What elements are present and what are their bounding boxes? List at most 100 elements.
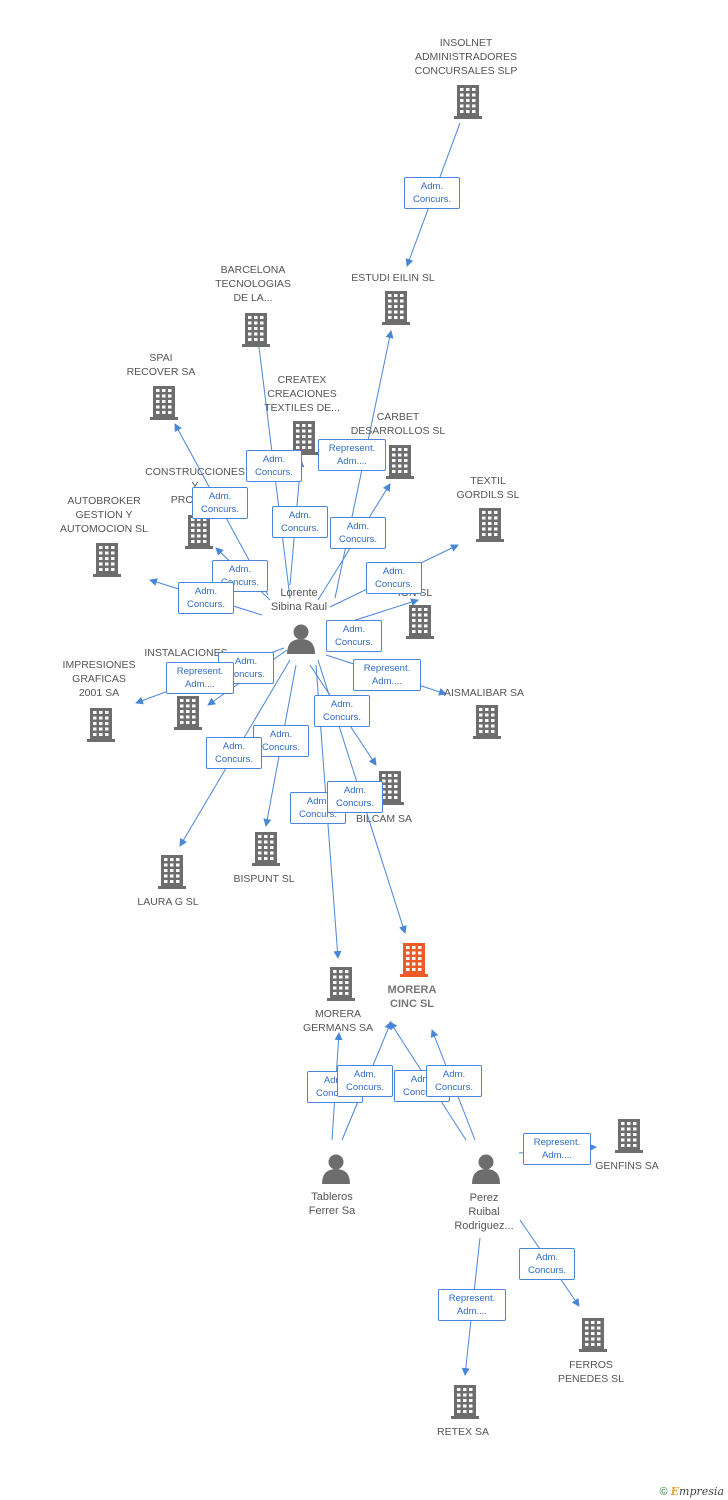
edge-label-line: Concurs. bbox=[315, 1088, 354, 1099]
node-label-bispunt[interactable]: BISPUNT SL bbox=[199, 872, 329, 886]
edge-label-line: Represent. bbox=[363, 663, 411, 674]
person-icon-tableros[interactable] bbox=[322, 1154, 350, 1185]
node-label-line: CONCURSALES SLP bbox=[414, 65, 518, 77]
edge-label-line: Concurs. bbox=[402, 1087, 441, 1098]
node-label-line: CARBET bbox=[376, 411, 420, 423]
edge-label-lorente-autobroker[interactable]: Adm.Concurs. bbox=[178, 582, 234, 614]
edge-label-insolnet-estudi[interactable]: Adm.Concurs. bbox=[404, 177, 460, 209]
node-label-line: CREACIONES bbox=[267, 388, 337, 400]
edge-label-line: Represent. bbox=[448, 1293, 496, 1304]
company-icon-genfins[interactable] bbox=[615, 1119, 643, 1153]
node-label-morera_germans[interactable]: MORERA GERMANS SA bbox=[273, 1007, 403, 1035]
node-label-line: BILCAM SA bbox=[355, 813, 413, 825]
edge-label-line: Adm. bbox=[382, 566, 406, 577]
company-icon-spai[interactable] bbox=[150, 386, 178, 420]
brand-footer[interactable]: © Empresia bbox=[659, 1485, 724, 1498]
edge-label-line: Concurs. bbox=[335, 798, 374, 809]
company-icon-barcelona[interactable] bbox=[242, 313, 270, 347]
company-icon-textil[interactable] bbox=[476, 508, 504, 542]
person-icon-lorente[interactable] bbox=[287, 624, 315, 655]
edge-label-line: Adm. bbox=[420, 181, 444, 192]
node-label-line: SPAI bbox=[149, 352, 173, 364]
company-icon-bilcam[interactable] bbox=[376, 771, 404, 805]
edge-label-lorente-createx[interactable]: Adm.Concurs. bbox=[272, 506, 328, 538]
person-icon-perez[interactable] bbox=[472, 1154, 500, 1185]
node-label-line: TEXTIL bbox=[470, 475, 506, 487]
edge-label-lorente-laura[interactable]: Adm.Concurs. bbox=[206, 737, 262, 769]
company-icon-morera_germans[interactable] bbox=[327, 967, 355, 1001]
edges-layer bbox=[135, 122, 597, 1376]
edge-label-lorente-estudi[interactable]: Represent.Adm.... bbox=[318, 439, 386, 471]
node-label-line: CONSTRUCCIONES bbox=[145, 466, 245, 478]
node-label-laura[interactable]: LAURA G SL bbox=[103, 895, 233, 909]
edge-label-line: Adm. bbox=[346, 521, 370, 532]
edge-label-lorente-textil[interactable]: Adm.Concurs. bbox=[366, 562, 422, 594]
node-label-retex[interactable]: RETEX SA bbox=[398, 1425, 528, 1439]
edge-label-line: Concurs. bbox=[322, 712, 361, 723]
edge-label-line: Concurs. bbox=[334, 637, 373, 648]
edge-label-lorente-bispunt[interactable]: Adm.Concurs. bbox=[253, 725, 309, 757]
edge-label-line: Adm. bbox=[269, 729, 293, 740]
edge-label-line: Adm. bbox=[342, 624, 366, 635]
company-icon-aismalibar[interactable] bbox=[473, 705, 501, 739]
edge-label-tableros-morera_cinc[interactable]: Adm.Concurs. bbox=[337, 1065, 393, 1097]
edge-label-perez-retex[interactable]: Represent.Adm.... bbox=[438, 1289, 506, 1321]
company-icon-autobroker[interactable] bbox=[93, 543, 121, 577]
node-label-line: MORERA bbox=[314, 1008, 362, 1020]
edge-label-lorente-business[interactable]: Adm. Concurs. bbox=[326, 620, 382, 652]
node-label-line: RETEX SA bbox=[437, 1426, 489, 1438]
edge-label-lorente-morera_cinc[interactable]: Adm.Concurs. bbox=[327, 781, 383, 813]
company-icon-laura[interactable] bbox=[158, 855, 186, 889]
company-icon-business[interactable] bbox=[406, 605, 434, 639]
node-label-line: PENEDES SL bbox=[558, 1373, 624, 1385]
node-label-genfins[interactable]: GENFINS SA bbox=[562, 1159, 692, 1173]
edge-label-lorente-aismalibar[interactable]: Represent.Adm.... bbox=[353, 659, 421, 691]
edge-label-lorente-spai[interactable]: Adm.Concurs. bbox=[192, 487, 248, 519]
company-icon-construcciones[interactable] bbox=[185, 515, 213, 549]
edge-label-perez-morera_cinc[interactable]: Adm.Concurs. bbox=[426, 1065, 482, 1097]
node-label-aismalibar[interactable]: AISMALIBAR SA bbox=[419, 686, 549, 700]
edge-label-perez-genfins[interactable]: Represent.Adm.... bbox=[523, 1133, 591, 1165]
node-label-estudi[interactable]: ESTUDI EILIN SL bbox=[328, 271, 458, 285]
copyright-symbol: © bbox=[659, 1486, 668, 1498]
edge-label-line: Adm. bbox=[288, 510, 312, 521]
company-icon-createx[interactable] bbox=[290, 421, 318, 455]
company-icon-instalaciones[interactable] bbox=[174, 696, 202, 730]
edge-label-perez-ferros[interactable]: Adm.Concurs. bbox=[519, 1248, 575, 1280]
company-icon-bispunt[interactable] bbox=[252, 832, 280, 866]
edge-label-lorente-bilcam[interactable]: Adm.Concurs. bbox=[314, 695, 370, 727]
node-label-line: CINC SL bbox=[390, 998, 434, 1010]
edge-label-line: Concurs. bbox=[298, 809, 337, 820]
edge-label-line: Adm. bbox=[194, 586, 218, 597]
edge-label-line: Concurs. bbox=[214, 754, 253, 765]
edge-label-line: Adm. bbox=[228, 564, 252, 575]
edge-label-lorente-barcelona[interactable]: Adm.Concurs. bbox=[246, 450, 302, 482]
edge-label-line: Adm.... bbox=[541, 1150, 573, 1161]
company-icon-insolnet[interactable] bbox=[454, 85, 482, 119]
focus-company-icon-morera_cinc[interactable] bbox=[400, 943, 428, 977]
node-label-bilcam[interactable]: BILCAM SA bbox=[319, 812, 449, 826]
company-icon-retex[interactable] bbox=[451, 1385, 479, 1419]
company-icon-ferros[interactable] bbox=[579, 1318, 607, 1352]
company-icon-carbet[interactable] bbox=[386, 445, 414, 479]
edge-label-line: Adm. bbox=[234, 656, 258, 667]
node-label-line: GERMANS SA bbox=[302, 1022, 373, 1034]
company-icon-estudi[interactable] bbox=[382, 291, 410, 325]
edge-label-lorente-impresiones[interactable]: Represent.Adm.... bbox=[166, 662, 234, 694]
company-icon-impresiones[interactable] bbox=[87, 708, 115, 742]
edge-label-line: Adm. bbox=[410, 1074, 434, 1085]
edge-label-lorente-carbet[interactable]: Adm.Concurs. bbox=[330, 517, 386, 549]
